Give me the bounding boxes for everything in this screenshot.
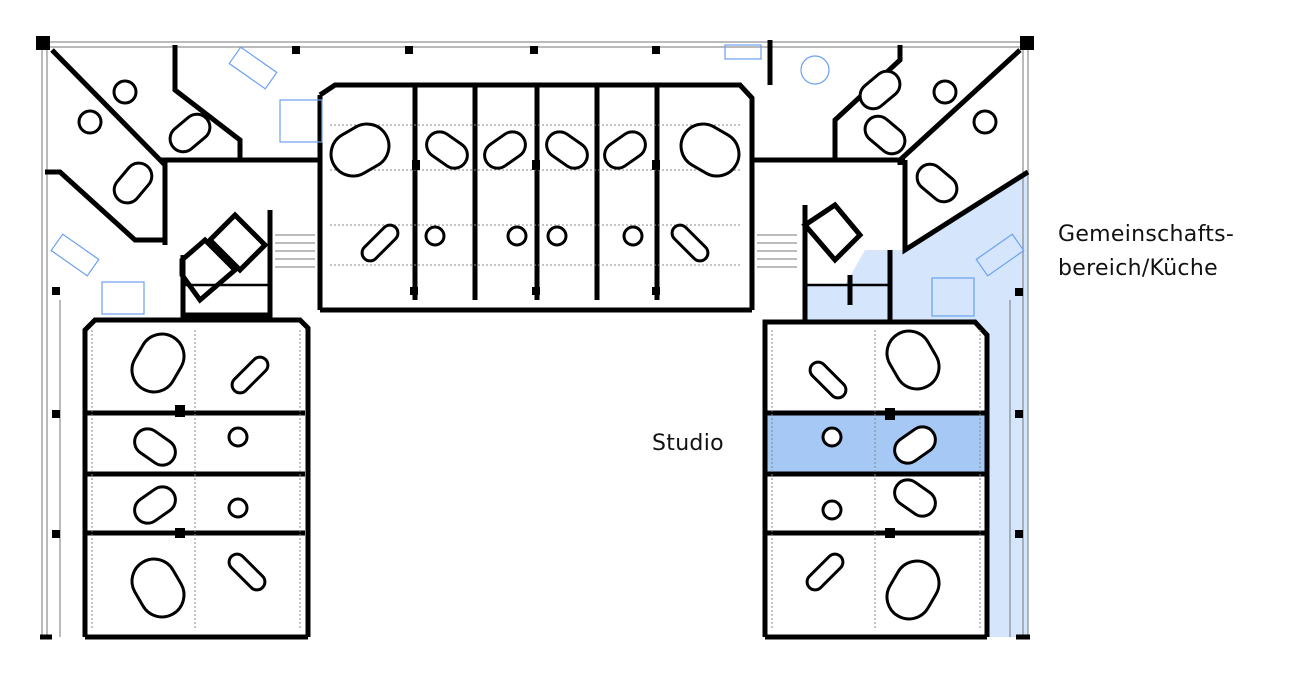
studio-label: Studio (652, 431, 724, 456)
common-area-label-line2: bereich/Küche (1058, 256, 1218, 281)
columns (52, 46, 1023, 538)
common-area-highlight (805, 172, 1028, 637)
common-area-label-line1: Gemeinschafts- (1058, 222, 1235, 247)
center-block (320, 85, 752, 313)
bathroom-pods (77, 69, 998, 621)
right-wing (762, 300, 1011, 640)
left-corner-walls (45, 45, 775, 318)
furniture (50, 44, 1025, 317)
stairs (275, 234, 797, 268)
common-area-label: Gemeinschafts- bereich/Küche (1058, 218, 1234, 286)
left-wing (59, 300, 311, 640)
